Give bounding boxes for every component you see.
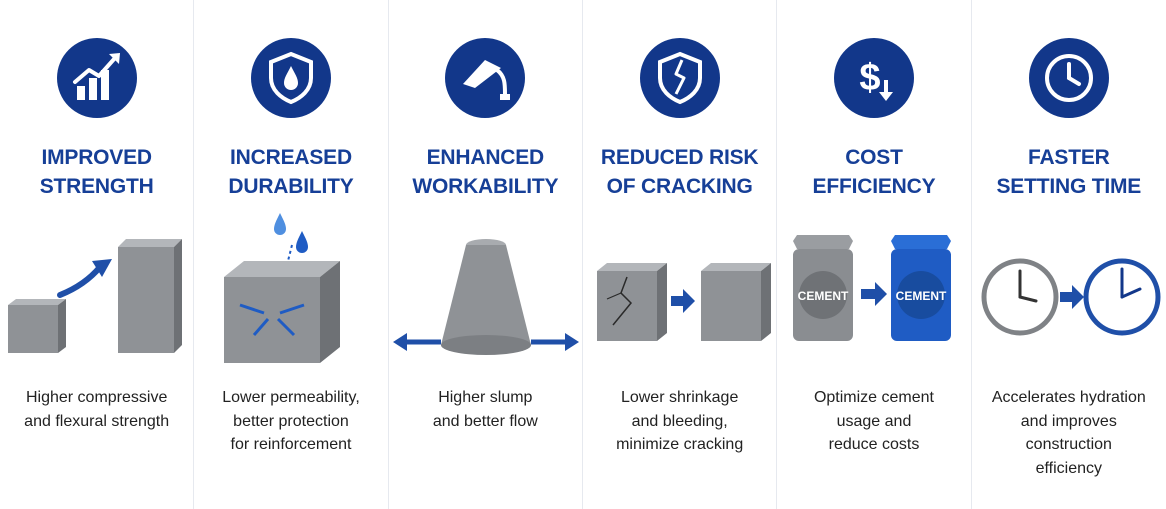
benefit-description: Optimize cement usage and reduce costs [813,389,934,453]
cracked-shield-icon [639,38,720,118]
growth-chart-icon [56,38,137,118]
benefit-title: FASTER SETTING TIME [996,146,1142,198]
svg-text:$: $ [859,57,880,99]
shield-drop-icon [250,38,331,118]
benefit-enhanced-workability: ENHANCED WORKABILITY Higher slump and be… [389,0,583,509]
clocks-illustration [981,258,1161,336]
benefit-increased-durability: INCREASED DURABILITY Lower permeability,… [194,0,389,509]
pouring-icon [445,38,526,118]
benefit-title: INCREASED DURABILITY [228,146,354,198]
benefit-description: Higher compressive and flexural strength [24,389,170,430]
benefit-description: Lower shrinkage and bleeding, minimize c… [616,389,744,453]
cement-bag-label: CEMENT [896,289,947,303]
benefit-improved-strength: IMPROVED STRENGTH Higher compressive and… [0,0,195,509]
benefit-description: Higher slump and better flow [432,389,538,430]
benefit-title: COST EFFICIENCY [812,146,936,198]
benefit-title: REDUCED RISK OF CRACKING [600,146,759,198]
slump-cone-illustration [392,239,579,355]
benefit-description: Lower permeability, better protection fo… [222,389,360,453]
concrete-cubes-illustration [8,239,182,353]
water-resistant-cube-illustration [224,213,341,363]
benefit-cost-efficiency: $ COST EFFICIENCY CEMENT CEMENT Optimi [777,0,972,509]
benefit-title: IMPROVED STRENGTH [39,146,154,198]
cracked-to-solid-cube-illustration [596,263,771,341]
benefit-faster-setting: FASTER SETTING TIME Accelerates hydratio… [972,0,1166,509]
dollar-down-icon: $ [833,38,914,118]
benefit-description: Accelerates hydration and improves const… [991,389,1146,477]
benefit-title: ENHANCED WORKABILITY [412,146,559,198]
cement-bag-label: CEMENT [798,289,849,303]
cement-bags-illustration: CEMENT CEMENT [793,235,952,341]
clock-icon [1028,38,1109,118]
benefit-reduced-cracking: REDUCED RISK OF CRACKING Lower shrinkage… [583,0,778,509]
